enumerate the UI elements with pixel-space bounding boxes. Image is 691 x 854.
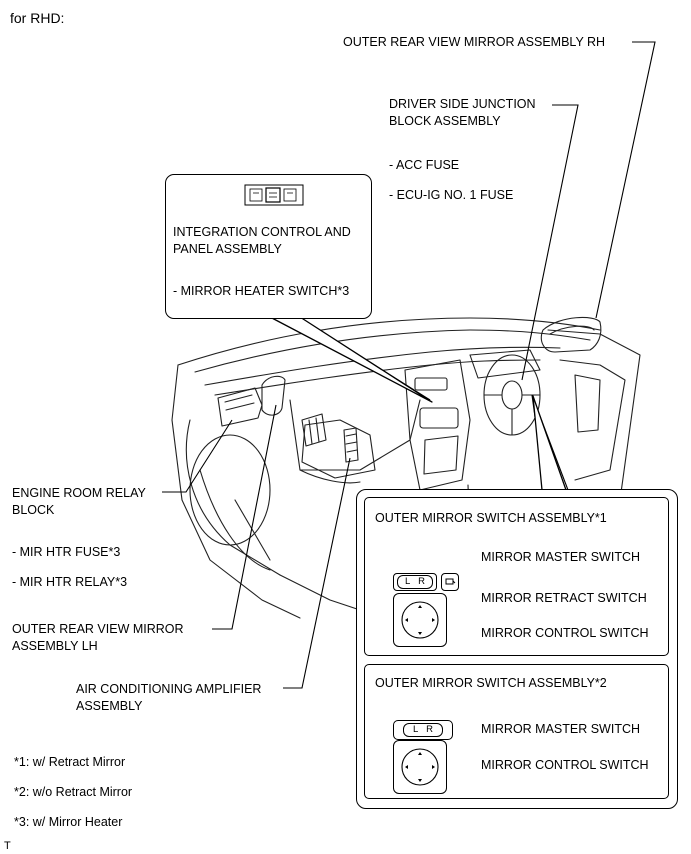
integration-panel-label-line2: PANEL ASSEMBLY bbox=[173, 242, 282, 256]
switch-panel-1-control-label: MIRROR CONTROL SWITCH bbox=[481, 626, 649, 640]
ac-amplifier-label-line2: ASSEMBLY bbox=[76, 699, 143, 713]
windshield-outline bbox=[177, 317, 601, 366]
control-switch-2[interactable] bbox=[393, 740, 447, 794]
ac-amplifier-label-line1: AIR CONDITIONING AMPLIFIER bbox=[76, 682, 262, 696]
engine-relay-label-line1: ENGINE ROOM RELAY bbox=[12, 486, 146, 500]
leader-engine-relay bbox=[162, 419, 233, 493]
direction-pad-icon bbox=[401, 601, 439, 639]
left-door bbox=[185, 419, 281, 576]
corner-mark: T bbox=[4, 840, 11, 852]
mirror-rh-shape bbox=[540, 316, 602, 353]
mirror-lh-shape bbox=[261, 375, 286, 416]
a-pillar-left bbox=[171, 364, 301, 619]
control-switch-1[interactable] bbox=[393, 593, 447, 647]
leader-mirror-lh bbox=[212, 404, 277, 630]
mir-htr-relay-label: - MIR HTR RELAY*3 bbox=[12, 575, 128, 589]
master-switch-1-key-r: R bbox=[418, 576, 426, 587]
junction-block-label-line2: BLOCK ASSEMBLY bbox=[389, 114, 501, 128]
switch-panel-1-title: OUTER MIRROR SWITCH ASSEMBLY*1 bbox=[375, 511, 607, 525]
glove-box bbox=[301, 419, 376, 479]
switch-panel-2-title: OUTER MIRROR SWITCH ASSEMBLY*2 bbox=[375, 676, 607, 690]
leader-junction-block bbox=[521, 104, 579, 381]
left-vent bbox=[301, 413, 327, 447]
integration-panel-label-line1: INTEGRATION CONTROL AND bbox=[173, 225, 351, 239]
outer-mirror-switch-panel-2: OUTER MIRROR SWITCH ASSEMBLY*2 L R MIRRO… bbox=[364, 664, 669, 799]
master-switch-2-key-l: L bbox=[412, 724, 419, 735]
integration-panel-callout: INTEGRATION CONTROL AND PANEL ASSEMBLY -… bbox=[165, 174, 372, 319]
switch-panel-2-master-label: MIRROR MASTER SWITCH bbox=[481, 722, 641, 736]
master-switch-1[interactable]: L R bbox=[393, 573, 437, 591]
retract-switch-1[interactable] bbox=[441, 573, 459, 591]
mirror-lh-label-line1: OUTER REAR VIEW MIRROR bbox=[12, 622, 184, 636]
center-stack bbox=[404, 359, 471, 491]
retract-mirror-icon bbox=[445, 578, 456, 585]
junction-block-label-line1: DRIVER SIDE JUNCTION bbox=[389, 97, 536, 111]
master-switch-2-key-r: R bbox=[426, 724, 434, 735]
engine-relay-label-line2: BLOCK bbox=[12, 503, 55, 517]
outer-mirror-switch-panel-1: OUTER MIRROR SWITCH ASSEMBLY*1 L R MIRRO… bbox=[364, 497, 669, 656]
footnote-3: *3: w/ Mirror Heater bbox=[14, 815, 123, 829]
integration-panel-thumbnail bbox=[244, 184, 304, 206]
acc-fuse-label: - ACC FUSE bbox=[389, 158, 460, 172]
mirror-heater-switch-label: - MIRROR HEATER SWITCH*3 bbox=[173, 284, 350, 298]
ac-amplifier-shape bbox=[343, 427, 359, 463]
direction-pad-icon bbox=[401, 748, 439, 786]
leader-ac-amp bbox=[283, 457, 351, 689]
switch-panel-1-retract-label: MIRROR RETRACT SWITCH bbox=[481, 591, 647, 605]
mirror-lh-label-line2: ASSEMBLY LH bbox=[12, 639, 98, 653]
master-switch-1-key-l: L bbox=[404, 576, 411, 587]
switch-panel-2-control-label: MIRROR CONTROL SWITCH bbox=[481, 758, 649, 772]
footnote-2: *2: w/o Retract Mirror bbox=[14, 785, 133, 799]
footnote-1: *1: w/ Retract Mirror bbox=[14, 755, 126, 769]
dashboard-top bbox=[204, 346, 561, 386]
switch-panel-1-master-label: MIRROR MASTER SWITCH bbox=[481, 550, 641, 564]
variant-heading: for RHD: bbox=[10, 10, 65, 26]
ecu-fuse-label: - ECU-IG NO. 1 FUSE bbox=[389, 188, 514, 202]
switch-panels-callout: OUTER MIRROR SWITCH ASSEMBLY*1 L R MIRRO… bbox=[356, 489, 678, 809]
master-switch-2[interactable]: L R bbox=[393, 720, 453, 740]
mirror-rh-label: OUTER REAR VIEW MIRROR ASSEMBLY RH bbox=[343, 35, 606, 49]
mir-htr-fuse-label: - MIR HTR FUSE*3 bbox=[12, 545, 121, 559]
engine-relay-block bbox=[217, 387, 263, 427]
leader-mirror-rh bbox=[595, 41, 656, 319]
